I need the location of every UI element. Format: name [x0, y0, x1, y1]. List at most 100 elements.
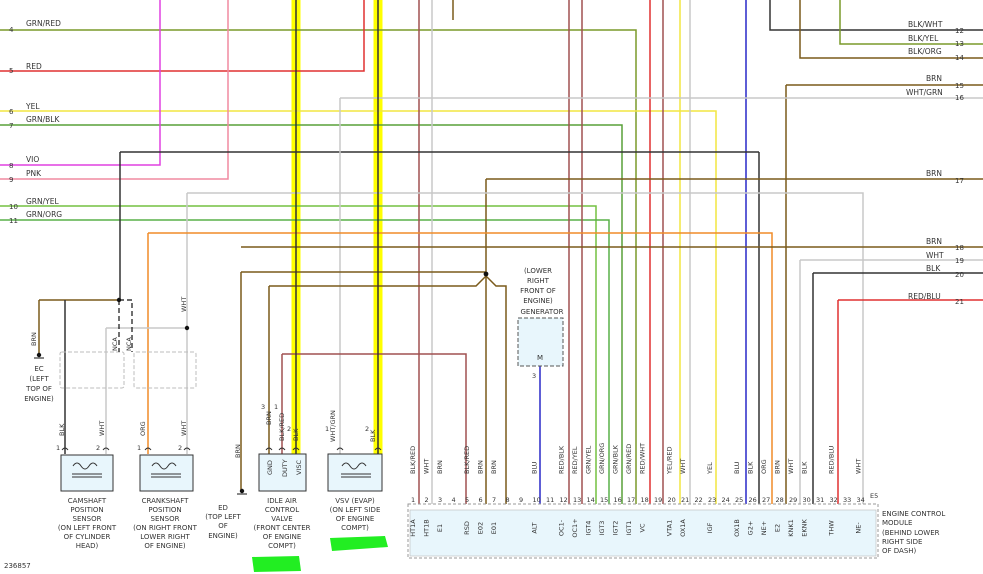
ground-ec: BRN EC (LEFT TOP OF ENGINE) — [24, 332, 54, 403]
ec-caption-line: EC — [34, 365, 43, 373]
wire — [0, 219, 610, 504]
ecm-pin-terminal: NE- — [855, 522, 863, 534]
crank-pin-num: 1 — [137, 444, 141, 452]
crank-caption-line: POSITION — [148, 506, 181, 514]
ecm-pin-num: 33 — [843, 496, 851, 504]
ecm-pin-wire: BLK — [747, 461, 755, 474]
ecm-pin-terminal: EKNK — [801, 519, 809, 537]
right-wire-num: 14 — [955, 54, 964, 62]
ecm-pin-num: 31 — [816, 496, 824, 504]
ecm-body — [409, 509, 877, 557]
ecm-pin-num: 24 — [722, 496, 730, 504]
wire — [0, 0, 161, 166]
ecm-pin-num: 6 — [479, 496, 483, 504]
camshaft-position-sensor: BLK WHT 1 2 CAMSHAFT POSITION SENSOR (ON… — [56, 421, 117, 550]
splice-dot — [184, 325, 190, 331]
vsv-pin-num: 1 — [325, 425, 329, 433]
ecm-pin-num: 14 — [587, 496, 595, 504]
ecm-pin-terminal: NE+ — [760, 521, 768, 535]
ec-caption-line: ENGINE) — [24, 395, 54, 403]
cam-pin-wire: WHT — [98, 421, 106, 436]
gen-caption-line: (LOWER — [524, 267, 552, 275]
ecm-pin-num: 5 — [465, 496, 469, 504]
ed-caption-line: ENGINE) — [208, 532, 238, 540]
ecm-pin-terminal: IGT4 — [585, 521, 593, 536]
ecm-pin-num: 23 — [708, 496, 716, 504]
ecm-pin-wire: BLK — [801, 461, 809, 474]
right-wire-label: BRN — [926, 74, 942, 83]
crank-caption-line: OF ENGINE) — [144, 542, 186, 550]
ecm-pin-wire: BLK/RED — [463, 446, 471, 474]
vsv-pin-wire: WHT/GRN — [329, 410, 337, 442]
highlight-mark — [252, 556, 301, 572]
nca-shield: NCA NCA WHT — [59, 297, 197, 389]
cam-caption-line: SENSOR — [73, 515, 102, 523]
idle-air-control-valve: 3 BRN 1 BLK/RED 2 BLK GND DUTY VISC IDLE… — [254, 403, 311, 550]
vsv-pin-num: 2 — [365, 425, 369, 433]
ecm-pin-num: 11 — [546, 496, 554, 504]
cam-pin-wire: BLK — [58, 423, 66, 436]
iac-caption-line: IDLE AIR — [267, 497, 297, 505]
splice-dot — [116, 297, 122, 303]
iac-caption-line: CONTROL — [265, 506, 299, 514]
left-wire-label: GRN/RED — [26, 19, 61, 28]
vsv-body — [327, 453, 383, 492]
ecm-pin-wire: RED/YEL — [571, 446, 579, 474]
ecm-pin-num: 18 — [641, 496, 649, 504]
iac-caption-line: (FRONT CENTER — [254, 524, 311, 532]
vsv-caption-line: VSV (EVAP) — [335, 497, 375, 505]
left-wire-num: 5 — [9, 67, 13, 75]
gen-caption-line: RIGHT — [527, 277, 550, 285]
generator-body — [517, 317, 564, 367]
terminal-mark — [183, 447, 191, 451]
right-wire-label: RED/BLU — [908, 292, 941, 301]
iac-caption-line: OF ENGINE — [263, 533, 302, 541]
terminal-mark — [265, 447, 273, 451]
ecm-pin-num: 27 — [762, 496, 770, 504]
ecm-pin-wire: YEL — [706, 462, 714, 475]
right-wire-label: BRN — [926, 169, 942, 178]
crank-pin-wire: ORG — [139, 421, 147, 436]
right-wire-num: 20 — [955, 271, 964, 279]
ecm-pin-num: 30 — [803, 496, 811, 504]
ecm-pin-num: 21 — [681, 496, 689, 504]
ecm-pin-num: 17 — [627, 496, 635, 504]
ecm-pin-terminal: OC1+ — [571, 518, 579, 537]
left-wire-num: 11 — [9, 217, 18, 225]
ecm-pin-terminal: RSD — [463, 521, 471, 535]
ecm-pin-wire: GRN/BLK — [612, 444, 620, 474]
ecm-pin-num: 10 — [533, 496, 541, 504]
vsv-evap: 1 WHT/GRN 2 BLK VSV (EVAP) (ON LEFT SIDE… — [325, 410, 383, 532]
crank-caption-line: LOWER RIGHT — [140, 533, 190, 541]
cam-caption-line: HEAD) — [76, 542, 99, 550]
splice-dot — [483, 271, 489, 277]
ecm-pin-wire: GRN/ORG — [598, 443, 606, 474]
wire — [839, 0, 983, 45]
terminal-mark — [278, 447, 286, 451]
wire — [269, 275, 487, 287]
ecm-pin-terminal: E1 — [436, 524, 444, 532]
ecm-pin-terminal: IGT3 — [598, 521, 606, 536]
ecm-pin-terminal: VC — [639, 523, 647, 532]
ecm-pin-num: 26 — [749, 496, 757, 504]
ecm-pin-terminal: OC1- — [558, 519, 566, 536]
right-wire-label: BLK — [926, 264, 941, 273]
highlight-marks — [252, 536, 388, 572]
gen-motor-label: M — [537, 354, 543, 362]
ground-ed: BRN ED (TOP LEFT OF ENGINE) — [205, 444, 247, 540]
ecm-pin-terminal: IGT2 — [612, 521, 620, 536]
coil-icon — [341, 462, 367, 470]
ed-wire-label: BRN — [234, 444, 242, 458]
right-wire-num: 16 — [955, 94, 964, 102]
iac-pin-wire: BLK/RED — [278, 413, 286, 441]
ecm-pin-wire: RED/WHT — [639, 443, 647, 474]
terminal-mark — [144, 447, 152, 451]
ecm-pin-terminal: IGF — [706, 522, 714, 533]
nca-label: NCA — [125, 337, 133, 351]
left-wire-num: 4 — [9, 26, 14, 34]
cam-caption-line: POSITION — [70, 506, 103, 514]
ecm-pin-wire: BRN — [436, 460, 444, 474]
left-wire-num: 9 — [9, 176, 13, 184]
ecm-pin-terminal: HT1B — [423, 519, 431, 536]
